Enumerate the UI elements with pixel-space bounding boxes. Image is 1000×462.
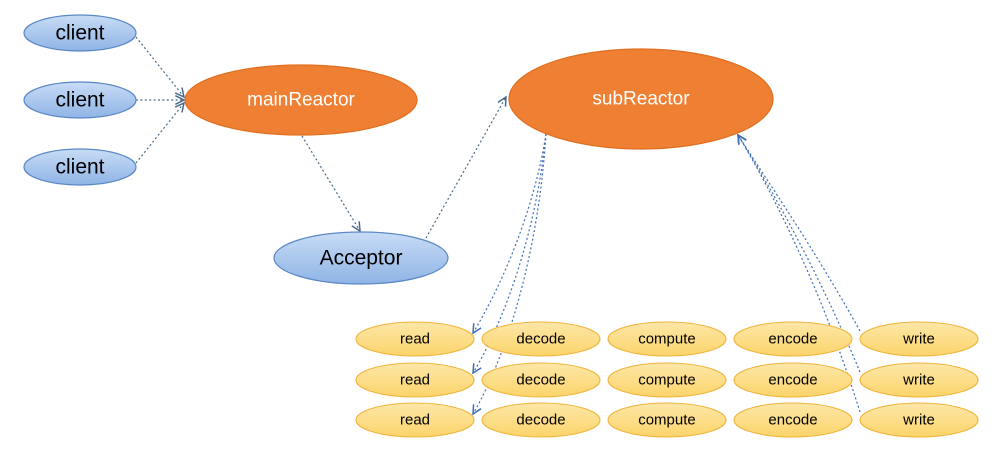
main-reactor-label: mainReactor <box>247 90 355 111</box>
task-node: write <box>859 321 979 357</box>
task-label: read <box>400 372 430 389</box>
edge-client-to-main-reactor <box>135 103 184 164</box>
task-row: read decode compute encode write <box>355 321 979 357</box>
client-node: client <box>23 81 137 119</box>
acceptor-node: Acceptor <box>273 231 449 285</box>
task-label: encode <box>768 331 817 348</box>
sub-reactor-node: subReactor <box>508 48 774 150</box>
client-label: client <box>55 89 104 112</box>
task-node: decode <box>481 402 601 438</box>
task-label: write <box>902 331 935 348</box>
task-node: compute <box>607 321 727 357</box>
task-node: read <box>355 362 475 398</box>
main-reactor-node: mainReactor <box>184 64 418 136</box>
edge-acceptor-to-sub-reactor <box>425 97 506 239</box>
task-label: compute <box>638 331 696 348</box>
edge-client-to-main-reactor <box>135 36 184 97</box>
task-node: write <box>859 362 979 398</box>
task-label: compute <box>638 372 696 389</box>
task-node: compute <box>607 402 727 438</box>
task-label: decode <box>516 412 565 429</box>
client-label: client <box>55 22 104 45</box>
task-node: read <box>355 321 475 357</box>
edge-sub-reactor-to-read <box>473 133 547 333</box>
task-node: read <box>355 402 475 438</box>
task-node: decode <box>481 321 601 357</box>
task-row: read decode compute encode write <box>355 402 979 438</box>
task-node: encode <box>733 362 853 398</box>
task-node: compute <box>607 362 727 398</box>
client-node: client <box>23 14 137 52</box>
task-label: decode <box>516 372 565 389</box>
task-node: encode <box>733 402 853 438</box>
task-label: encode <box>768 412 817 429</box>
task-label: read <box>400 331 430 348</box>
task-node: decode <box>481 362 601 398</box>
task-node: encode <box>733 321 853 357</box>
edge-write-to-sub-reactor <box>738 135 861 413</box>
task-label: write <box>902 412 935 429</box>
edge-main-reactor-to-acceptor <box>301 135 360 231</box>
edge-sub-reactor-to-read <box>473 133 547 373</box>
acceptor-label: Acceptor <box>320 247 403 270</box>
task-node: write <box>859 402 979 438</box>
sub-reactor-label: subReactor <box>592 89 690 110</box>
edge-write-to-sub-reactor <box>738 135 861 373</box>
task-row: read decode compute encode write <box>355 362 979 398</box>
client-label: client <box>55 156 104 179</box>
edge-write-to-sub-reactor <box>738 135 861 332</box>
task-label: write <box>902 372 935 389</box>
task-label: read <box>400 412 430 429</box>
task-label: encode <box>768 372 817 389</box>
client-node: client <box>23 148 137 186</box>
task-label: decode <box>516 331 565 348</box>
task-label: compute <box>638 412 696 429</box>
